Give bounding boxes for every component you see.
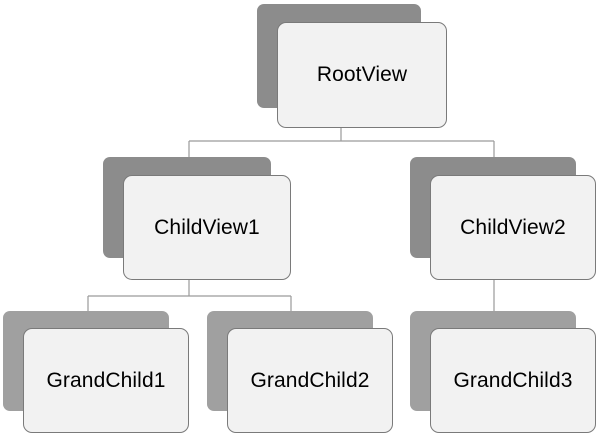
node-rootview-label: RootView [316,63,408,86]
node-grandchild3-card: GrandChild3 [430,328,596,433]
node-grandchild1-label: GrandChild1 [46,368,166,392]
node-grandchild3: GrandChild3 [410,311,596,433]
node-childview2: ChildView2 [410,157,596,280]
node-childview1: ChildView1 [103,157,291,280]
node-childview2-card: ChildView2 [430,175,596,280]
node-rootview: RootView [257,4,449,128]
node-grandchild2-label: GrandChild2 [250,368,370,392]
node-grandchild3-label: GrandChild3 [453,368,573,392]
node-childview1-card: ChildView1 [123,175,291,280]
node-grandchild1-card: GrandChild1 [23,328,189,433]
node-childview2-label: ChildView2 [460,215,566,239]
node-rootview-card: RootView [277,22,447,128]
node-grandchild2-card: GrandChild2 [227,328,393,433]
node-grandchild2: GrandChild2 [207,311,393,433]
node-childview1-label: ChildView1 [154,215,260,239]
node-grandchild1: GrandChild1 [3,311,189,433]
